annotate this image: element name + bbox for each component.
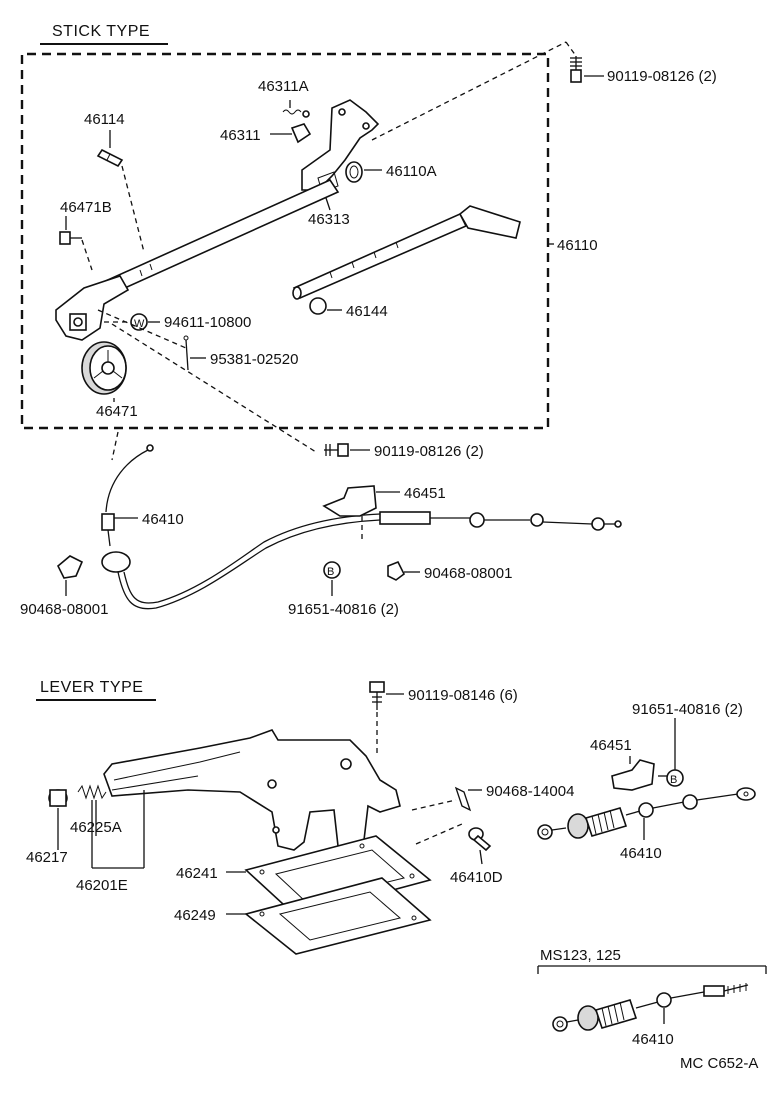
label-46410-lever: 46410 <box>620 845 662 862</box>
label-46114: 46114 <box>84 111 125 128</box>
label-46410-stick: 46410 <box>142 511 184 528</box>
washer-94611-10800: W <box>130 313 148 331</box>
stick-assembly-boundary <box>20 52 550 430</box>
drawing-code: MC C652-A <box>680 1055 758 1072</box>
clamp-b-letter-lever: B <box>670 774 677 786</box>
clamp-b-letter: B <box>327 566 334 578</box>
label-46249: 46249 <box>174 907 216 924</box>
label-90119-08146: 90119-08146 (6) <box>408 687 518 704</box>
label-46201E: 46201E <box>76 877 128 894</box>
bolt-46471B <box>59 231 82 245</box>
bolt-90119-08126-bottom <box>324 443 349 457</box>
label-95381-02520: 95381-02520 <box>210 351 298 368</box>
gasket-46249 <box>244 877 432 955</box>
label-46313: 46313 <box>308 211 350 228</box>
stick-tube <box>88 178 340 302</box>
cable-46410-stick <box>101 444 622 610</box>
label-46311A: 46311A <box>258 78 309 95</box>
label-46451-stick: 46451 <box>404 485 446 502</box>
bushing-46110A <box>345 161 363 183</box>
stick-type-heading: STICK TYPE <box>52 23 150 40</box>
lever-type-section: LEVER TYPE 90119-08146 (6) <box>26 679 756 955</box>
handle-rod-46110 <box>292 205 521 300</box>
spring-46311A <box>282 109 310 118</box>
clip-90468-08001-left <box>57 555 84 579</box>
bolt-90119-08146 <box>369 681 385 710</box>
label-46410D: 46410D <box>450 869 503 886</box>
pulley-46471 <box>81 341 127 395</box>
label-90119-08126-bottom: 90119-08126 (2) <box>374 443 484 460</box>
label-94611-10800: 94611-10800 <box>164 314 251 331</box>
label-91651-40816-stick: 91651-40816 (2) <box>288 601 399 618</box>
plate-46241 <box>244 835 432 917</box>
bolt-90119-08126-top <box>570 56 582 83</box>
clip-90468-08001-right <box>387 560 406 581</box>
clamp-91651-40816-lever: B <box>666 769 684 787</box>
label-46471B: 46471B <box>60 199 112 216</box>
label-46217: 46217 <box>26 849 68 866</box>
lever-type-heading: LEVER TYPE <box>40 679 143 696</box>
label-90119-08126-top: 90119-08126 (2) <box>607 68 717 85</box>
label-90468-08001-right: 90468-08001 <box>424 565 512 582</box>
ms-models-section: MS123, 125 46410 <box>537 947 767 1048</box>
pin-46410D <box>468 827 492 852</box>
label-46225A: 46225A <box>70 819 122 836</box>
label-46311: 46311 <box>220 127 261 144</box>
knob-46217 <box>48 789 68 807</box>
label-46110A: 46110A <box>386 163 437 180</box>
stick-type-section: STICK TYPE 90119-08126 (2) 4631 <box>20 23 717 618</box>
label-46410-ms: 46410 <box>632 1031 674 1048</box>
clip-46311 <box>290 123 312 144</box>
label-46451-lever: 46451 <box>590 737 632 754</box>
spring-46225A <box>77 784 107 800</box>
label-46144: 46144 <box>346 303 388 320</box>
stick-base-bracket <box>55 275 130 341</box>
bracket-46451-stick <box>322 485 377 517</box>
label-90468-14004: 90468-14004 <box>486 783 574 800</box>
washer-w-letter: W <box>134 318 145 330</box>
stick-bracket <box>301 99 380 193</box>
cable-46410-ms <box>552 983 749 1032</box>
label-46110: 46110 <box>557 237 598 254</box>
clip-90468-14004 <box>454 786 472 812</box>
ms-models-heading: MS123, 125 <box>540 947 621 964</box>
clamp-91651-40816: B <box>323 561 341 579</box>
lever-handle-46201E <box>103 729 401 853</box>
bushing-46144 <box>309 297 327 315</box>
pin-46114 <box>96 148 124 168</box>
bolt-top-dashed-guide <box>371 41 567 141</box>
cable-46410-lever <box>537 787 756 840</box>
label-46241: 46241 <box>176 865 218 882</box>
label-91651-40816-lever: 91651-40816 (2) <box>632 701 743 718</box>
label-46471: 46471 <box>96 403 138 420</box>
bracket-46451-lever <box>611 759 655 791</box>
cotter-pin-95381-02520 <box>183 335 189 371</box>
label-90468-08001-left: 90468-08001 <box>20 601 108 618</box>
